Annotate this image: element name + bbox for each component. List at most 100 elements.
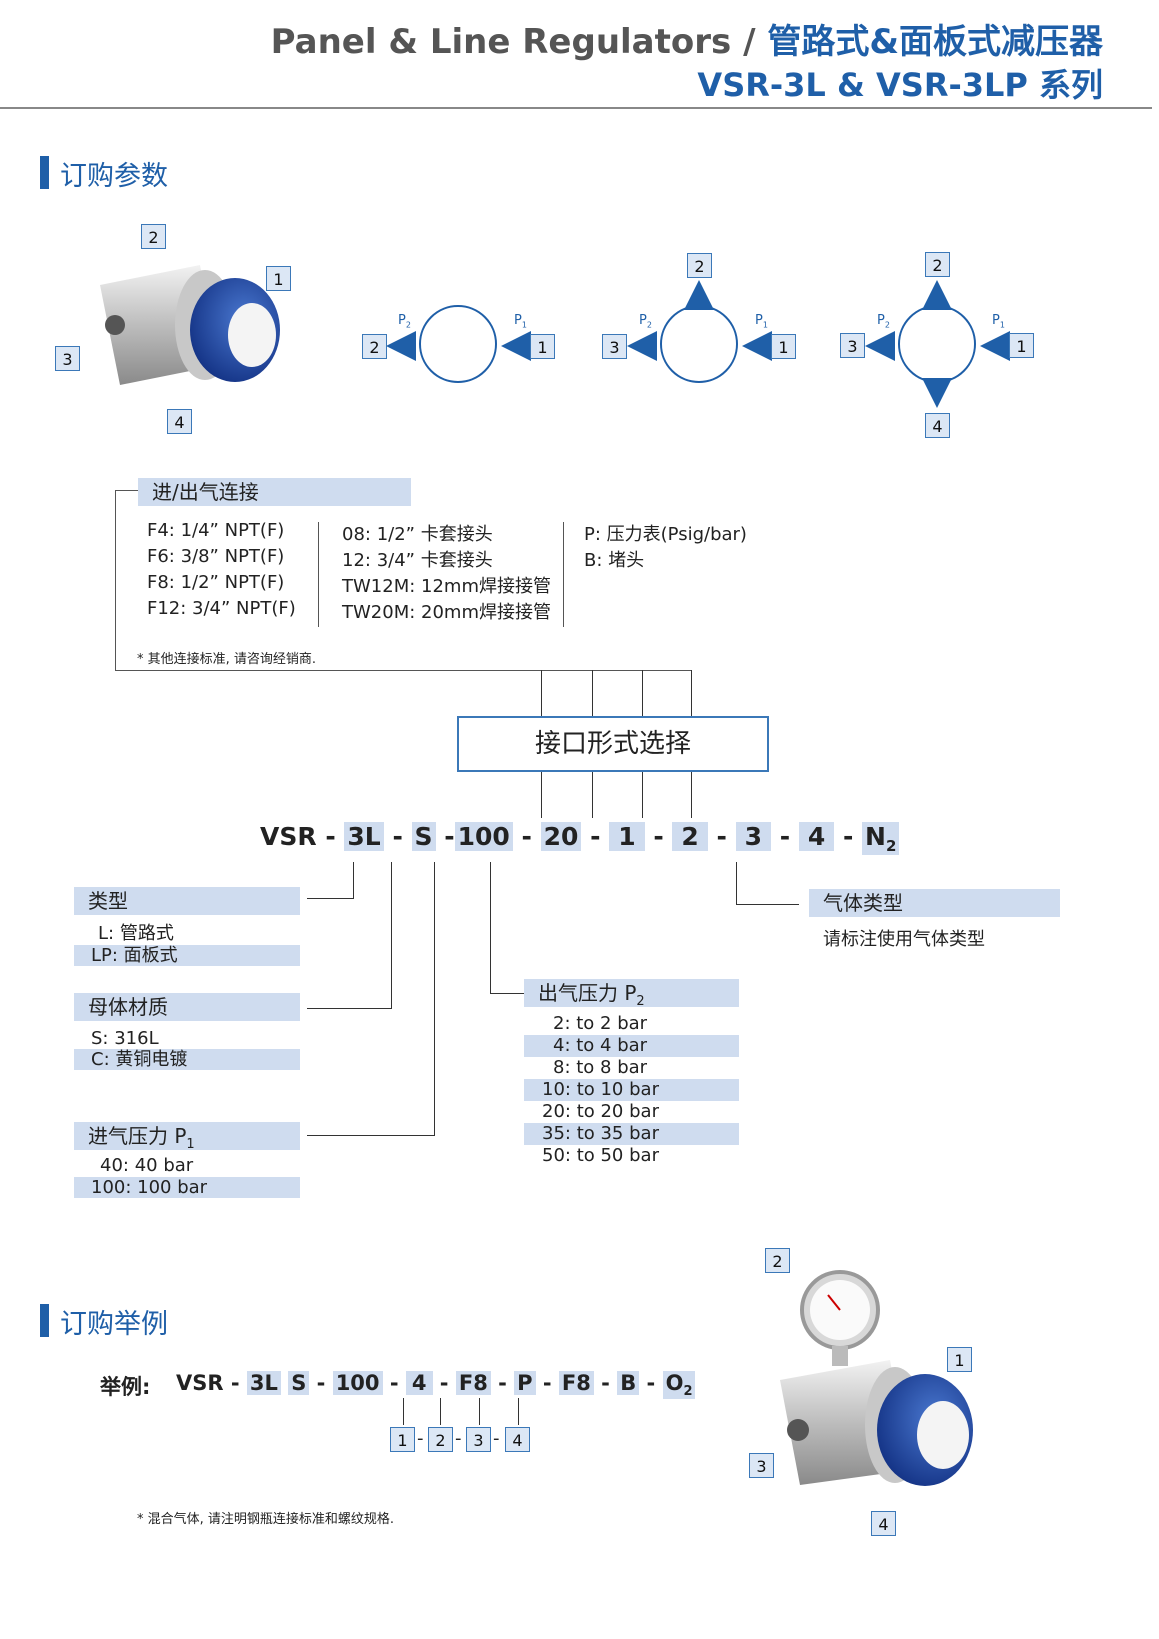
port-circle-c bbox=[898, 305, 976, 383]
example-code: VSR - 3L S - 100 - 4 - F8 - P - F8 - B -… bbox=[176, 1371, 696, 1400]
conn-line-3 bbox=[642, 670, 643, 716]
conn-line-4 bbox=[691, 670, 692, 716]
ex-port-2: 2 bbox=[428, 1427, 453, 1452]
port-c-1: 1 bbox=[1009, 333, 1034, 358]
conn-b: B: 堵头 bbox=[584, 550, 645, 571]
conn-bracket-top bbox=[115, 490, 138, 491]
p2-label-b: P2 bbox=[639, 313, 652, 330]
code-port-1: 1 bbox=[609, 822, 645, 851]
photo-bottom-label-3: 3 bbox=[749, 1453, 774, 1478]
regulator-photo-top bbox=[100, 265, 280, 385]
outlet-item: 35: to 35 bar bbox=[524, 1123, 739, 1145]
photo-bottom-label-2: 2 bbox=[765, 1248, 790, 1273]
conn-divider-1 bbox=[318, 522, 319, 627]
ex-port-1: 1 bbox=[390, 1427, 415, 1452]
ex-port-4: 4 bbox=[505, 1427, 530, 1452]
photo-top-label-1: 1 bbox=[266, 266, 291, 291]
port-b-3: 3 bbox=[602, 334, 627, 359]
port-c-4: 4 bbox=[925, 413, 950, 438]
conn-f8: F8: 1/2” NPT(F) bbox=[147, 572, 285, 593]
conn-p: P: 压力表(Psig/bar) bbox=[584, 524, 747, 545]
code-prefix: VSR bbox=[260, 822, 317, 851]
code-inlet: 100 bbox=[454, 822, 513, 851]
conn-08: 08: 1/2” 卡套接头 bbox=[342, 524, 493, 545]
photo-bottom-label-1: 1 bbox=[947, 1347, 972, 1372]
conn-col1: F4: 1/4” NPT(F) F6: 3/8” NPT(F) F8: 1/2”… bbox=[147, 520, 296, 624]
conn-bracket-bottom bbox=[115, 670, 692, 671]
type-title: 类型 bbox=[74, 887, 300, 915]
photo-top-label-2: 2 bbox=[141, 224, 166, 249]
conn-col2: 08: 1/2” 卡套接头 12: 3/4” 卡套接头 TW12M: 12mm焊… bbox=[342, 520, 551, 624]
body-c: C: 黄铜电镀 bbox=[74, 1049, 300, 1070]
p2-label-c: P2 bbox=[877, 313, 890, 330]
box-line-1 bbox=[541, 772, 542, 818]
conn-divider-2 bbox=[563, 522, 564, 627]
outlet-item: 4: to 4 bar bbox=[524, 1035, 739, 1057]
port-circle-b bbox=[660, 305, 738, 383]
model-code: VSR - 3L - S -100 - 20 - 1 - 2 - 3 - 4 -… bbox=[260, 822, 900, 855]
ex-line-2 bbox=[440, 1398, 441, 1425]
conn-line-1 bbox=[541, 670, 542, 716]
inlet-100: 100: 100 bar bbox=[74, 1177, 300, 1198]
inlet-title: 进气压力 P1 bbox=[74, 1122, 300, 1152]
outlet-item: 20: to 20 bar bbox=[542, 1101, 659, 1122]
outlet-line-v bbox=[490, 862, 491, 993]
type-lp: LP: 面板式 bbox=[74, 945, 300, 966]
port-diagrams bbox=[386, 280, 1010, 408]
p1-label-b: P1 bbox=[755, 313, 768, 330]
port-c-3: 3 bbox=[840, 333, 865, 358]
example-label: 举例: bbox=[100, 1375, 151, 1399]
ex-outlet: 4 bbox=[405, 1371, 433, 1395]
body-s: S: 316L bbox=[91, 1028, 159, 1049]
ex-line-3 bbox=[479, 1398, 480, 1425]
section-order-example: 订购举例 bbox=[40, 1302, 168, 1341]
type-l: L: 管路式 bbox=[98, 923, 174, 944]
code-port-4: 4 bbox=[798, 822, 835, 851]
type-line-h bbox=[307, 898, 354, 899]
conn-f12: F12: 3/4” NPT(F) bbox=[147, 598, 296, 619]
conn-line-2 bbox=[592, 670, 593, 716]
body-line-v bbox=[391, 862, 392, 1008]
inlet-line-v bbox=[434, 862, 435, 1135]
conn-tw20m: TW20M: 20mm焊接接管 bbox=[342, 602, 551, 623]
port-circle-a bbox=[419, 305, 497, 383]
title-cn: 管路式&面板式减压器 bbox=[767, 22, 1103, 62]
body-line-h bbox=[307, 1008, 392, 1009]
ex-line-4 bbox=[518, 1398, 519, 1425]
p2-label-a: P2 bbox=[398, 313, 411, 330]
p1-label-a: P1 bbox=[514, 313, 527, 330]
gas-line-h bbox=[736, 904, 799, 905]
ex-c2: P bbox=[514, 1371, 536, 1395]
outlet-item: 50: to 50 bar bbox=[542, 1145, 659, 1166]
code-body: S bbox=[411, 822, 436, 851]
photo-bottom-label-4: 4 bbox=[871, 1511, 896, 1536]
code-gas: N2 bbox=[862, 822, 900, 855]
photo-top-label-3: 3 bbox=[55, 346, 80, 371]
code-type: 3L bbox=[344, 822, 384, 851]
header-divider bbox=[0, 107, 1152, 109]
section-order-params: 订购参数 bbox=[40, 154, 168, 193]
ex-inlet: 100 bbox=[332, 1371, 383, 1395]
ex-body: S bbox=[288, 1371, 310, 1395]
outlet-line-h bbox=[490, 993, 524, 994]
box-line-4 bbox=[691, 772, 692, 818]
conn-note: * 其他连接标准, 请咨询经销商. bbox=[137, 652, 317, 667]
conn-title: 进/出气连接 bbox=[138, 478, 411, 506]
ex-port-3: 3 bbox=[466, 1427, 491, 1452]
outlet-item: 10: to 10 bar bbox=[524, 1079, 739, 1101]
conn-col3: P: 压力表(Psig/bar) B: 堵头 bbox=[584, 520, 747, 572]
header-title: Panel & Line Regulators / 管路式&面板式减压器 bbox=[271, 14, 1103, 63]
box-line-2 bbox=[592, 772, 593, 818]
port-c-2: 2 bbox=[925, 252, 950, 277]
gas-desc: 请标注使用气体类型 bbox=[823, 929, 985, 950]
ex-c3: F8 bbox=[558, 1371, 594, 1395]
inlet-line-h bbox=[307, 1135, 435, 1136]
port-a-1: 1 bbox=[530, 334, 555, 359]
outlet-title: 出气压力 P2 bbox=[524, 979, 739, 1009]
box-line-3 bbox=[642, 772, 643, 818]
header-subtitle: VSR-3L & VSR-3LP 系列 bbox=[697, 66, 1103, 104]
outlet-item: 2: to 2 bar bbox=[553, 1013, 648, 1034]
code-outlet: 20 bbox=[540, 822, 582, 851]
conn-12: 12: 3/4” 卡套接头 bbox=[342, 550, 493, 571]
code-port-3: 3 bbox=[735, 822, 772, 851]
